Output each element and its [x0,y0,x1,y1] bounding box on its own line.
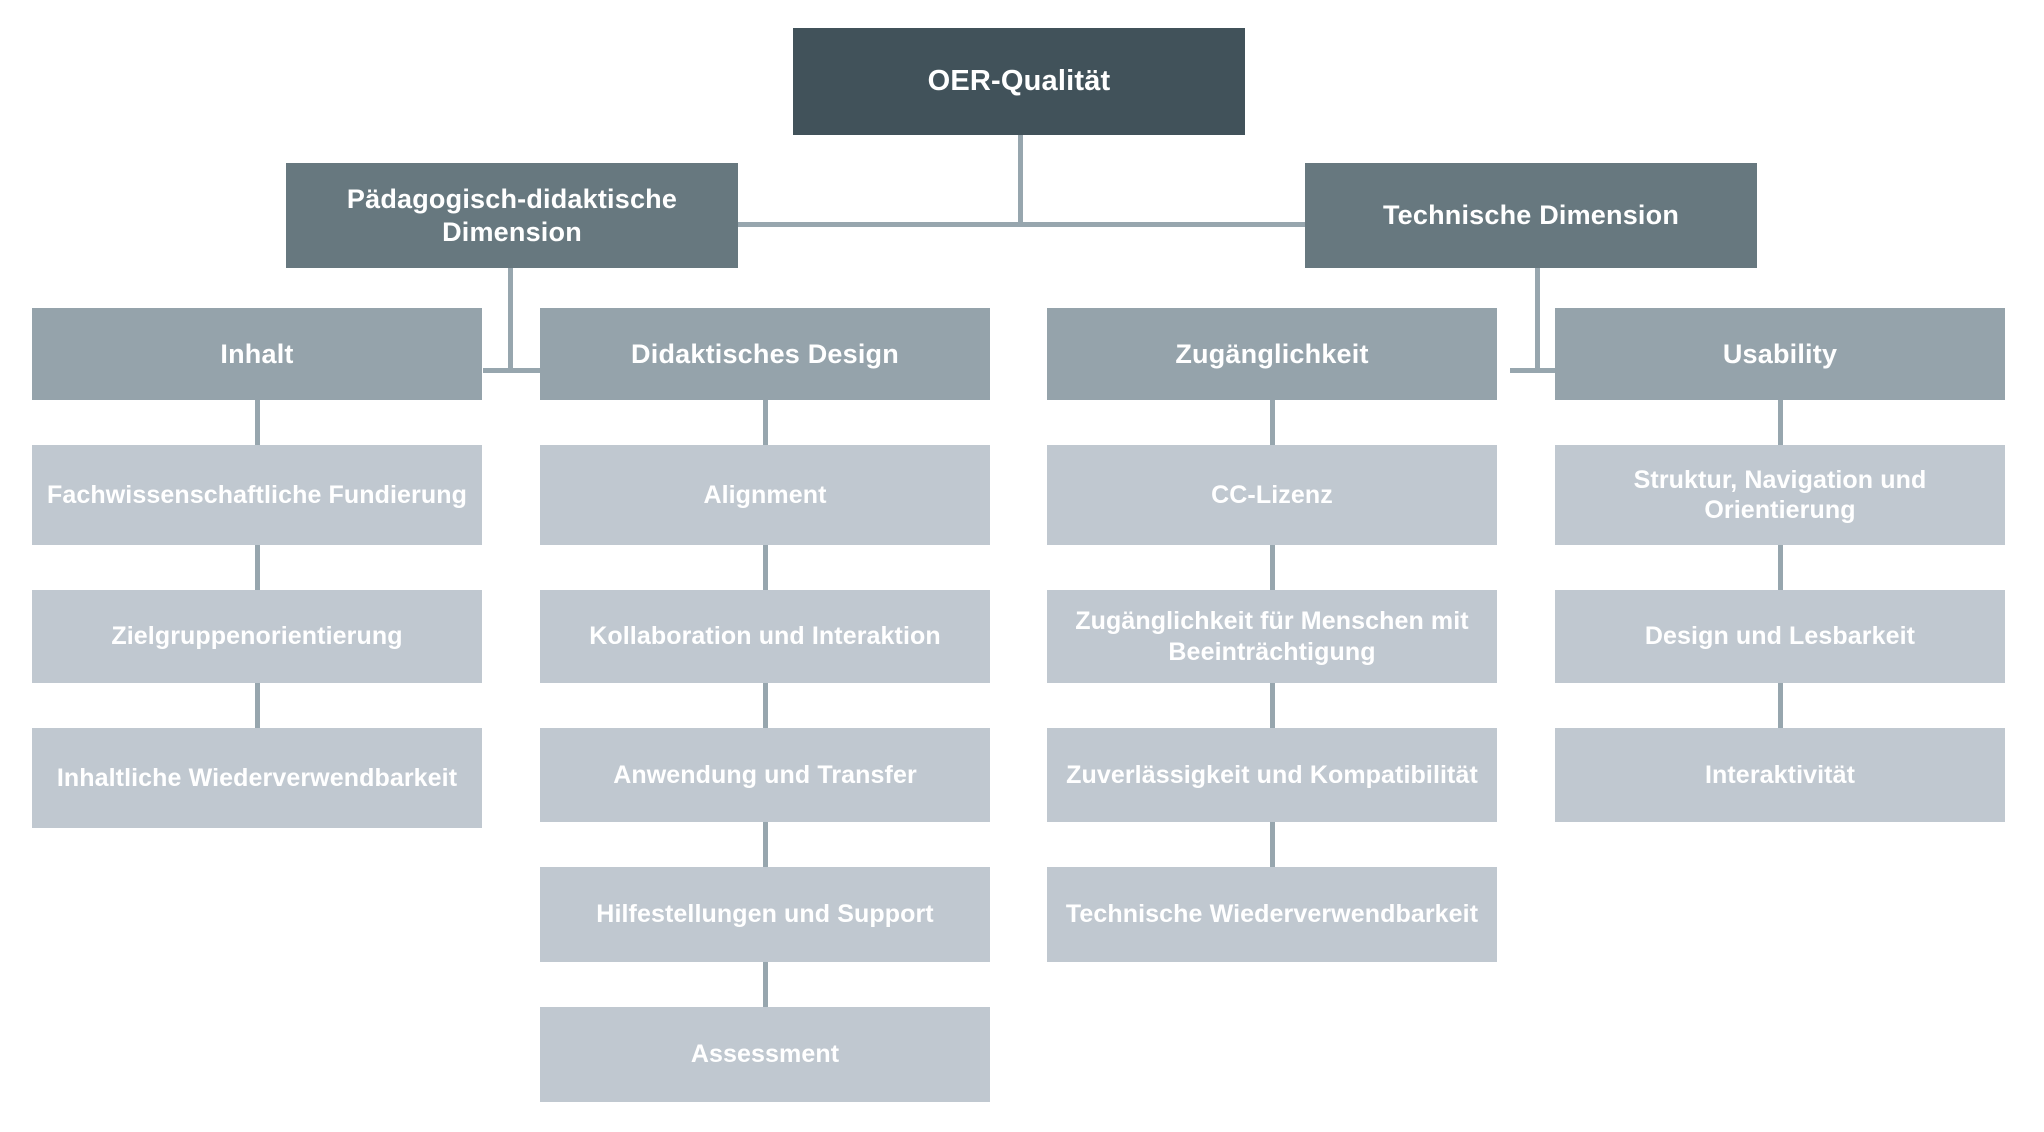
connector-technical-stem [1535,268,1540,372]
connector-col2-s5 [763,962,768,1007]
connector-col2-s2 [763,545,768,590]
node-leaf-inhalt-1[interactable]: Fachwissenschaftliche Fundierung [32,445,482,545]
connector-dimensions-bar [735,222,1305,227]
node-leaf-didaktik-1[interactable]: Alignment [540,445,990,545]
node-leaf-zugaenglichkeit-4[interactable]: Technische Wiederverwendbarkeit [1047,867,1497,962]
node-leaf-zugaenglichkeit-3[interactable]: Zuverlässigkeit und Kompatibilität [1047,728,1497,822]
node-leaf-didaktik-3[interactable]: Anwendung und Transfer [540,728,990,822]
node-leaf-usability-1[interactable]: Struktur, Navigation und Orientierung [1555,445,2005,545]
node-root-oer-qualitaet[interactable]: OER-Qualität [793,28,1245,135]
connector-col4-s3 [1778,683,1783,728]
node-leaf-usability-3[interactable]: Interaktivität [1555,728,2005,822]
connector-col1-s2 [255,545,260,590]
node-category-didaktisches-design[interactable]: Didaktisches Design [540,308,990,400]
node-dimension-pedagogical[interactable]: Pädagogisch-didaktische Dimension [286,163,738,268]
node-leaf-zugaenglichkeit-1[interactable]: CC-Lizenz [1047,445,1497,545]
node-leaf-didaktik-4[interactable]: Hilfestellungen und Support [540,867,990,962]
node-leaf-didaktik-2[interactable]: Kollaboration und Interaktion [540,590,990,683]
connector-col4-s1 [1778,400,1783,445]
connector-pedagogical-bar [483,368,541,373]
node-leaf-usability-2[interactable]: Design und Lesbarkeit [1555,590,2005,683]
connector-col3-s3 [1270,683,1275,728]
connector-col2-s4 [763,822,768,867]
connector-root-stem [1018,135,1023,225]
connector-pedagogical-stem [508,268,513,372]
node-category-usability[interactable]: Usability [1555,308,2005,400]
connector-technical-bar [1510,368,1568,373]
connector-col3-s1 [1270,400,1275,445]
node-leaf-inhalt-3[interactable]: Inhaltliche Wiederverwendbarkeit [32,728,482,828]
node-category-zugaenglichkeit[interactable]: Zugänglichkeit [1047,308,1497,400]
connector-col3-s4 [1270,822,1275,867]
node-leaf-zugaenglichkeit-2[interactable]: Zugänglichkeit für Menschen mit Beeinträ… [1047,590,1497,683]
connector-col3-s2 [1270,545,1275,590]
connector-col4-s2 [1778,545,1783,590]
connector-col2-s1 [763,400,768,445]
node-category-inhalt[interactable]: Inhalt [32,308,482,400]
connector-col1-s3 [255,683,260,728]
connector-col1-s1 [255,400,260,445]
node-dimension-technical[interactable]: Technische Dimension [1305,163,1757,268]
node-leaf-didaktik-5[interactable]: Assessment [540,1007,990,1102]
connector-col2-s3 [763,683,768,728]
node-leaf-inhalt-2[interactable]: Zielgruppenorientierung [32,590,482,683]
